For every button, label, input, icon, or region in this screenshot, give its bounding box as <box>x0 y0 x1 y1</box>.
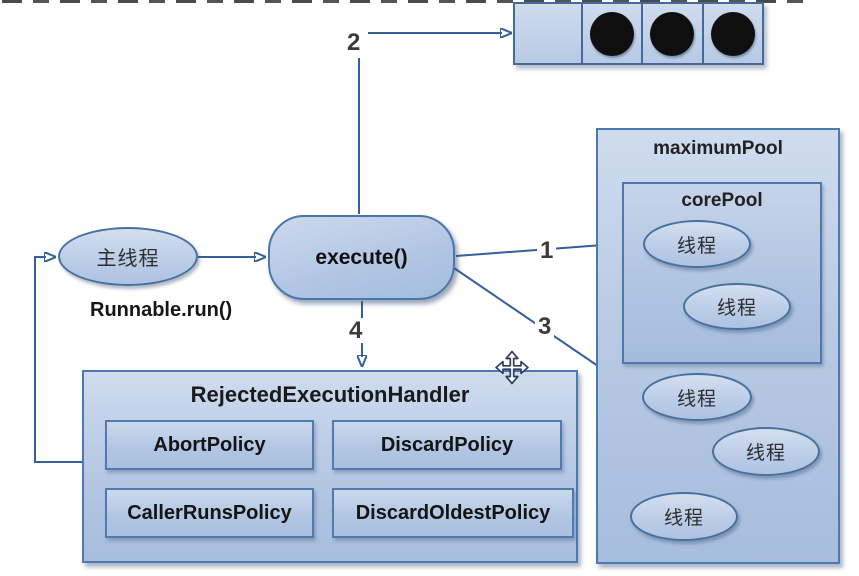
move-cursor-icon <box>495 350 529 385</box>
task-queue <box>513 2 764 65</box>
loop-handler-to-main-thread <box>34 257 82 463</box>
core-pool-box: corePool <box>622 182 822 364</box>
queued-task-dot <box>650 11 695 56</box>
abort-policy-label: AbortPolicy <box>153 433 266 456</box>
max-pool-thread-node: 线程 <box>642 373 752 421</box>
discard-oldest-policy-label: DiscardOldestPolicy <box>355 501 551 524</box>
handler-title: RejectedExecutionHandler <box>190 382 470 407</box>
abort-policy-button: AbortPolicy <box>105 420 314 470</box>
discard-policy-button: DiscardPolicy <box>332 420 562 470</box>
core-pool-title: corePool <box>681 190 763 211</box>
arrow-label-4: 4 <box>346 318 366 343</box>
discard-policy-label: DiscardPolicy <box>380 433 514 456</box>
max-pool-thread-node: 线程 <box>712 427 820 476</box>
queued-task-dot <box>710 11 755 56</box>
core-thread-node: 线程 <box>683 283 791 330</box>
queued-task-dot <box>589 11 634 56</box>
main-thread-node: 主线程 <box>58 227 198 286</box>
discard-oldest-policy-button: DiscardOldestPolicy <box>332 488 574 538</box>
main-thread-label: 主线程 <box>96 248 160 270</box>
execute-node: execute() <box>268 215 455 300</box>
runnable-run-label: Runnable.run() <box>90 299 233 321</box>
queue-cell <box>580 4 642 63</box>
thread-label: 线程 <box>745 443 786 464</box>
thread-label: 线程 <box>716 298 757 319</box>
core-thread-node: 线程 <box>643 220 751 268</box>
queue-cell <box>641 4 702 63</box>
caller-runs-policy-label: CallerRunsPolicy <box>127 501 292 524</box>
cropped-top-text-remnant <box>2 0 808 3</box>
queue-cell <box>701 4 763 63</box>
queue-cell-empty <box>515 4 581 63</box>
max-pool-thread-node: 线程 <box>630 492 738 541</box>
execute-label: execute() <box>315 245 408 269</box>
thread-label: 线程 <box>663 508 704 529</box>
thread-label: 线程 <box>676 235 717 257</box>
caller-runs-policy-button: CallerRunsPolicy <box>105 488 314 538</box>
arrow-label-2: 2 <box>344 30 364 55</box>
rejected-execution-handler-box: RejectedExecutionHandler AbortPolicy Dis… <box>82 370 578 563</box>
arrow-label-1: 1 <box>537 238 557 263</box>
arrow-label-3: 3 <box>535 314 555 339</box>
thread-label: 线程 <box>676 388 717 410</box>
maximum-pool-title: maximumPool <box>653 138 783 159</box>
